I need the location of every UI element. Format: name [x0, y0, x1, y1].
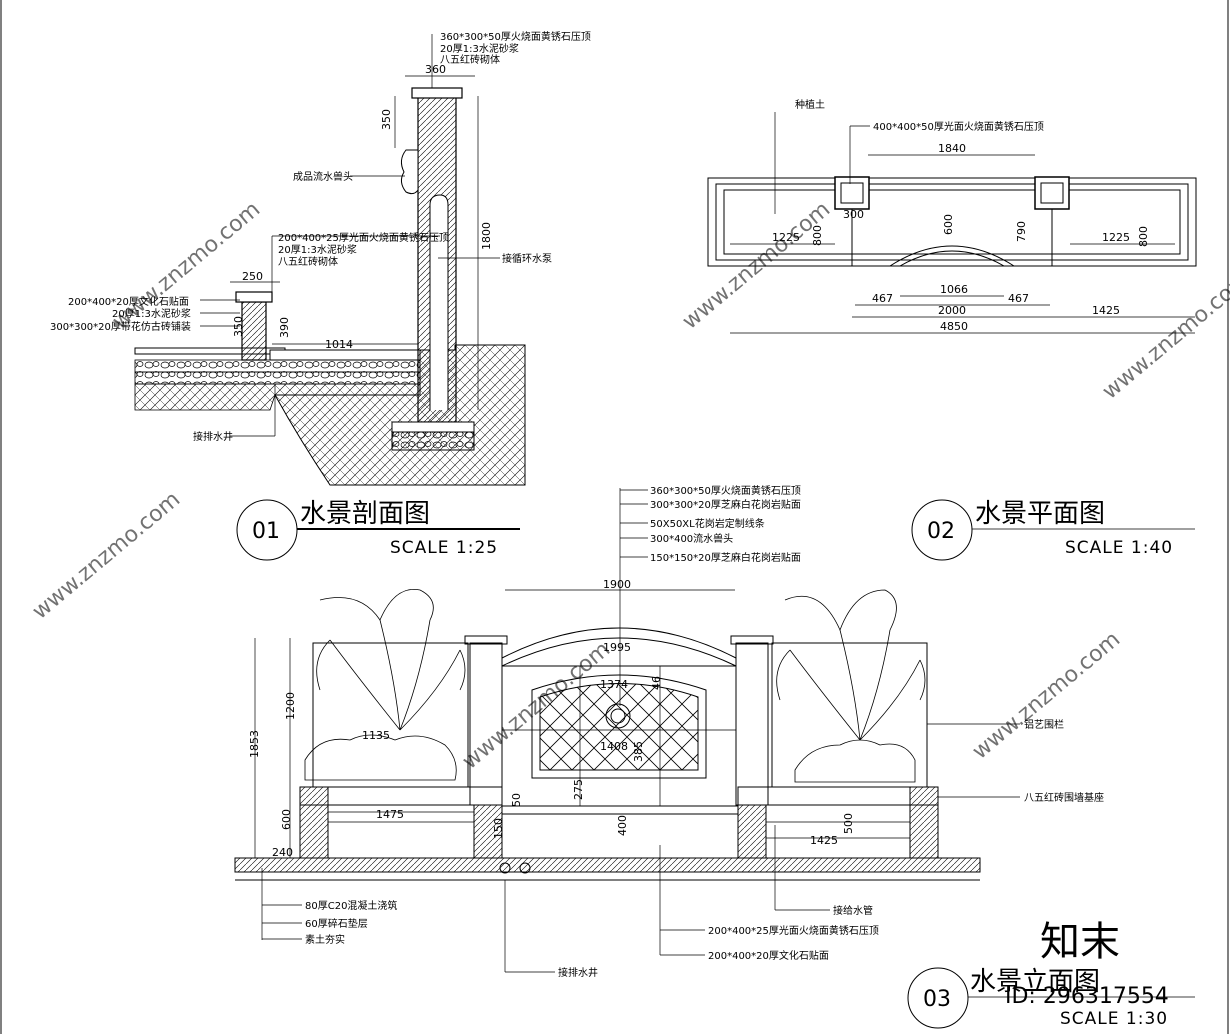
dim-plan-overall: 4850	[940, 320, 968, 333]
view-title-03: 水景立面图	[970, 967, 1100, 997]
dim-elev-p275: 275	[572, 779, 585, 800]
note-planter-1: 200*400*25厚光面火烧面黄锈石压顶	[278, 231, 449, 244]
dim-elev-panel-bottom: 1408	[600, 740, 628, 753]
dim-elev-curb: 240	[272, 846, 293, 859]
dim-elev-p385: 385	[632, 741, 645, 762]
dim-elev-base-right: 1425	[810, 834, 838, 847]
note-plan-cap: 400*400*50厚光面火烧面黄锈石压顶	[873, 120, 1044, 133]
note-elev-top-3: 50X50XL花岗岩定制线条	[650, 517, 765, 530]
note-cap-1: 360*300*50厚火烧面黄锈石压顶	[440, 30, 591, 43]
note-elev-top-2: 300*300*20厚芝麻白花岗岩贴面	[650, 498, 801, 511]
dim-plan-side-left: 467	[872, 292, 893, 305]
note-pump: 接循环水泵	[502, 252, 552, 265]
dim-plan-mid-depth: 600	[942, 214, 955, 235]
dim-elev-p500: 500	[842, 813, 855, 834]
view-scale-01: SCALE 1:25	[390, 538, 498, 558]
note-pave-2: 20厚1:3水泥砂浆	[112, 307, 191, 320]
dim-planter-h1: 350	[232, 316, 245, 337]
note-planter-2: 20厚1:3水泥砂浆	[278, 243, 357, 256]
dim-elev-p50: 50	[510, 793, 523, 807]
palm-plant-left	[304, 588, 466, 781]
brand-mark: 知末	[1040, 919, 1120, 965]
dim-plan-arc: 1066	[940, 283, 968, 296]
dim-span: 1014	[325, 338, 353, 351]
view-title-02: 水景平面图	[975, 499, 1105, 529]
dim-plan-right-seg: 1425	[1092, 304, 1120, 317]
note-layer-1: 80厚C20混凝土浇筑	[305, 899, 397, 912]
watermark: www.znzmo.com	[28, 487, 185, 625]
plan-view: 1840 1225 1225 800 800 300 600 790 1066 …	[707, 98, 1197, 561]
dim-elev-panel-top: 1374	[600, 678, 628, 691]
note-elev-top-1: 360*300*50厚火烧面黄锈石压顶	[650, 484, 801, 497]
dim-plan-pier: 300	[843, 208, 864, 221]
dim-elev-total: 1853	[248, 730, 261, 758]
dim-plan-left-depth: 800	[811, 225, 824, 246]
note-cap-2: 20厚1:3水泥砂浆	[440, 42, 519, 55]
dim-elev-inner: 1135	[362, 729, 390, 742]
dim-plan-mid-depth-2: 790	[1015, 221, 1028, 242]
view-scale-03: SCALE 1:30	[1060, 1009, 1168, 1029]
note-elev-top-5: 150*150*20厚芝麻白花岗岩贴面	[650, 551, 801, 564]
note-planter-3: 八五红砖砌体	[278, 255, 338, 268]
palm-plant-right	[776, 589, 926, 783]
view-number-02: 02	[927, 519, 955, 544]
dim-elev-p400: 400	[616, 815, 629, 836]
watermark: www.znzmo.com	[1098, 267, 1230, 405]
view-number-03: 03	[923, 987, 951, 1012]
note-base: 八五红砖围墙基座	[1024, 791, 1104, 804]
dim-plan-top: 1840	[938, 142, 966, 155]
note-elev-drain: 接排水井	[558, 966, 598, 979]
note-layer-2: 60厚碎石垫层	[305, 917, 368, 930]
note-elev-face: 200*400*20厚文化石贴面	[708, 949, 829, 962]
dim-plan-right: 1225	[1102, 231, 1130, 244]
note-supply: 接给水管	[833, 904, 873, 917]
note-elev-cap: 200*400*25厚光面火烧面黄锈石压顶	[708, 924, 879, 937]
dim-cap-height: 350	[380, 109, 393, 130]
dim-height: 1800	[480, 222, 493, 250]
note-railing: 铝艺围栏	[1024, 718, 1064, 731]
id-label: ID: 296317554	[1005, 984, 1169, 1009]
dim-elev-arch: 1995	[603, 641, 631, 654]
dim-planter-width: 250	[242, 270, 263, 283]
note-elev-top-4: 300*400流水兽头	[650, 532, 733, 545]
dim-plan-right-depth: 800	[1137, 226, 1150, 247]
view-number-01: 01	[252, 519, 280, 544]
view-title-01: 水景剖面图	[300, 499, 430, 529]
note-cap-3: 八五红砖砌体	[440, 53, 500, 66]
elevation-view: 1900 1995 1374 46 1408 385 1135 1853 120…	[234, 484, 1195, 1029]
note-layer-3: 素土夯实	[305, 933, 345, 946]
dim-elev-width: 1900	[603, 578, 631, 591]
dim-elev-p46: 46	[650, 676, 663, 690]
view-scale-02: SCALE 1:40	[1065, 538, 1173, 558]
dim-plan-center: 2000	[938, 304, 966, 317]
dim-elev-left-height: 1200	[284, 692, 297, 720]
dim-plan-side-right: 467	[1008, 292, 1029, 305]
note-pave-3: 300*300*20厚带花仿古砖铺装	[50, 320, 191, 333]
watermark: www.znzmo.com	[968, 627, 1125, 765]
note-spout: 成品流水兽头	[293, 170, 353, 183]
section-view: 360 350 1800 250 350 390 1014 360*300*50…	[50, 30, 591, 561]
dim-elev-p150: 150	[492, 818, 505, 839]
note-soil: 种植土	[795, 98, 825, 111]
dim-elev-base-left: 1475	[376, 808, 404, 821]
note-pave-1: 200*400*20厚文化石贴面	[68, 295, 189, 308]
note-drain: 接排水井	[193, 430, 233, 443]
dim-top-width: 360	[425, 63, 446, 76]
dim-plan-left: 1225	[772, 231, 800, 244]
dim-planter-h2: 390	[278, 317, 291, 338]
dim-elev-base: 600	[280, 809, 293, 830]
